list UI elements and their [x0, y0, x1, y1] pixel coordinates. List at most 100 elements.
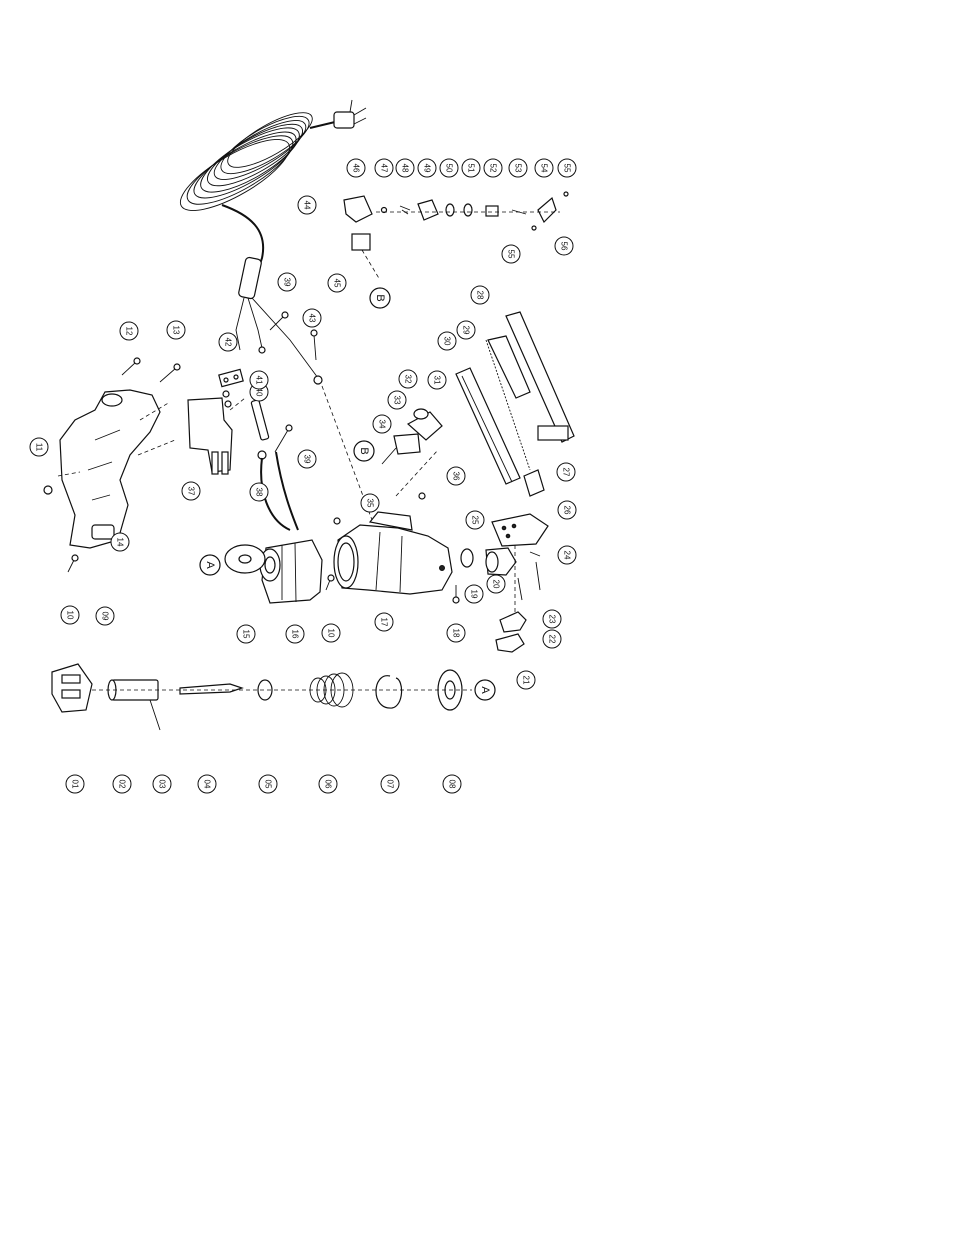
- callout-label: 15: [242, 630, 251, 639]
- callout-label: 06: [324, 780, 333, 789]
- callout-25: 25: [465, 510, 485, 530]
- callout-label: 04: [203, 780, 212, 789]
- feed-28: [487, 311, 575, 443]
- callout-06: 06: [318, 774, 338, 794]
- callout-44: 44: [297, 195, 317, 215]
- callout-16: 16: [285, 624, 305, 644]
- reference-marker-label: B: [358, 447, 370, 454]
- callout-label: 37: [187, 487, 196, 496]
- callout-47: 47: [374, 158, 394, 178]
- callout-label: 40: [255, 388, 264, 397]
- callout-03: 03: [152, 774, 172, 794]
- callout-label: 44: [303, 201, 312, 210]
- spring-29: [485, 339, 531, 471]
- pin-47: [380, 206, 388, 214]
- nut-36: [418, 492, 426, 500]
- callout-label: 52: [489, 164, 498, 173]
- body-housing-17: [333, 511, 453, 595]
- callout-label: 26: [563, 506, 572, 515]
- callout-43: 43: [302, 308, 322, 328]
- heater-16: [259, 539, 323, 604]
- callout-label: 39: [283, 278, 292, 287]
- plug: [333, 99, 367, 129]
- handle-housing: [57, 389, 176, 549]
- callout-label: 53: [514, 164, 523, 173]
- callout-label: 45: [333, 279, 342, 288]
- callout-label: 50: [445, 164, 454, 173]
- callout-22: 22: [542, 629, 562, 649]
- callout-19: 19: [464, 584, 484, 604]
- pin-03: [149, 699, 161, 731]
- callout-label: 01: [71, 780, 80, 789]
- callout-39: 39: [277, 272, 297, 292]
- trigger-46: [343, 195, 373, 223]
- screw-13: [159, 363, 181, 383]
- callout-label: 09: [101, 612, 110, 621]
- callout-51: 51: [461, 158, 481, 178]
- callout-label: 51: [467, 164, 476, 173]
- callout-label: 20: [492, 580, 501, 589]
- callout-label: 11: [35, 443, 44, 452]
- callout-label: 03: [158, 780, 167, 789]
- callout-label: 56: [560, 242, 569, 251]
- callout-32: 32: [398, 369, 418, 389]
- callout-11: 11: [29, 437, 49, 457]
- spring-51: [463, 203, 473, 217]
- callout-49: 49: [417, 158, 437, 178]
- nozzle-cap-01: [51, 663, 93, 713]
- callout-label: 28: [476, 291, 485, 300]
- callout-36: 36: [446, 466, 466, 486]
- screw-39-lower: [274, 424, 293, 453]
- callout-18: 18: [446, 623, 466, 643]
- blade-04: [179, 683, 244, 695]
- screw-10b: [325, 574, 335, 591]
- screw-18: [452, 585, 460, 604]
- callout-label: 21: [522, 676, 531, 685]
- callout-17: 17: [374, 612, 394, 632]
- callout-label: 47: [380, 164, 389, 173]
- callout-label: 22: [548, 635, 557, 644]
- callout-10: 10: [321, 623, 341, 643]
- callout-08: 08: [442, 774, 462, 794]
- callout-label: 29: [462, 326, 471, 335]
- callout-12: 12: [119, 321, 139, 341]
- switch-bracket: [187, 397, 246, 475]
- screw-38: [257, 450, 267, 460]
- screw-43: [310, 329, 318, 361]
- callout-label: 35: [366, 499, 375, 508]
- callout-01: 01: [65, 774, 85, 794]
- callout-label: 34: [378, 420, 387, 429]
- washer-41: [224, 400, 232, 408]
- reference-marker-B: B: [369, 287, 391, 309]
- callout-50: 50: [439, 158, 459, 178]
- callout-30: 30: [437, 331, 457, 351]
- heater-wire-b: [275, 451, 299, 531]
- pin-55a: [563, 191, 569, 197]
- clip-21: [495, 611, 527, 653]
- callout-33: 33: [387, 390, 407, 410]
- reference-marker-label: B: [374, 294, 386, 301]
- reference-marker-label: A: [479, 686, 491, 694]
- callout-label: 41: [255, 376, 264, 385]
- callout-37: 37: [181, 481, 201, 501]
- callout-13: 13: [166, 320, 186, 340]
- callout-label: 31: [433, 376, 442, 385]
- callout-label: 42: [224, 338, 233, 347]
- callout-21: 21: [516, 670, 536, 690]
- callout-42: 42: [218, 332, 238, 352]
- callout-label: 48: [401, 164, 410, 173]
- screw-39-top: [269, 311, 289, 331]
- block-45: [351, 233, 371, 251]
- callout-label: 25: [471, 516, 480, 525]
- callout-45: 45: [327, 273, 347, 293]
- callout-38: 38: [249, 482, 269, 502]
- bracket-26: [491, 513, 549, 547]
- callout-29: 29: [456, 320, 476, 340]
- callout-48: 48: [395, 158, 415, 178]
- callout-02: 02: [112, 774, 132, 794]
- callout-label: 18: [452, 629, 461, 638]
- callout-label: 17: [380, 618, 389, 627]
- callout-34: 34: [372, 414, 392, 434]
- callout-15: 15: [236, 624, 256, 644]
